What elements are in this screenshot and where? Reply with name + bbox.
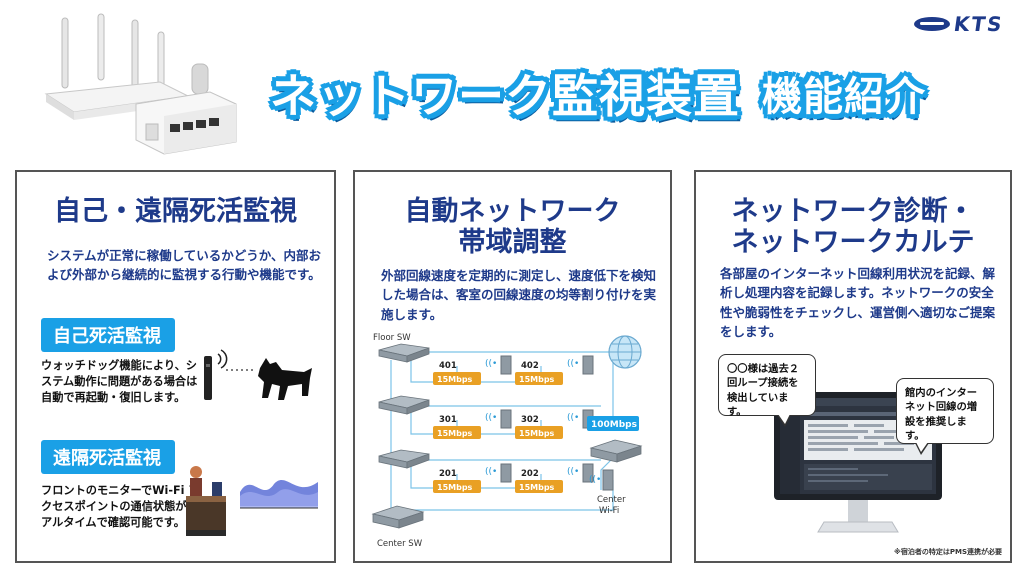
core-switch-icon [589, 439, 643, 463]
panel-title-line1: 自動ネットワーク [404, 196, 621, 227]
center-switch-icon [371, 505, 425, 529]
svg-text:((•: ((• [567, 467, 579, 477]
room-201: 201 15Mbps ((• [433, 463, 512, 493]
room-401: 401 15Mbps ((• [433, 355, 512, 385]
center-wifi-label-line2: Wi-Fi [599, 506, 619, 516]
router-device-illustration [44, 13, 237, 155]
panel-title-line2: 帯域調整 [458, 227, 567, 259]
center-sw-label: Center SW [377, 539, 423, 549]
bubble-text: 館内のインターネット回線の増設を推奨します。 [905, 387, 978, 443]
logo-mark [914, 17, 951, 31]
watchdog-icon [204, 349, 312, 400]
svg-text:((•: ((• [485, 359, 497, 369]
front-desk-monitor-icon [186, 466, 320, 536]
room-402: 402 15Mbps ((• [515, 355, 594, 385]
svg-text:301: 301 [439, 415, 457, 425]
network-bandwidth-diagram: Floor SW 401 15Mbps ((• 402 15Mbps ((• [371, 333, 643, 549]
page-header: ネットワーク監視装置 機能紹介 [270, 58, 930, 128]
panel-bandwidth-adjustment: 自動ネットワーク 帯域調整 外部回線速度を定期的に測定し、速度低下を検知した場合… [353, 170, 672, 563]
room-202: 202 15Mbps ((• [515, 463, 594, 493]
panel-title-line2: ネットワークカルテ [731, 227, 975, 259]
svg-text:((•: ((• [567, 413, 579, 423]
remote-monitor-badge: 遠隔死活監視 [41, 440, 175, 474]
speech-bubble-loop-detection: 〇〇様は過去２回ループ接続を検出しています。 [718, 354, 816, 427]
floor-sw-label: Floor SW [373, 333, 411, 343]
panel-title: 自動ネットワーク 帯域調整 [355, 196, 670, 258]
bubble-tail-inner [778, 414, 790, 424]
logo-text: KTS [952, 12, 1006, 36]
panel-network-diagnosis: ネットワーク診断・ ネットワークカルテ 各部屋のインターネット回線利用状況を記録… [694, 170, 1012, 563]
panel-title: 自己・遠隔死活監視 [54, 196, 297, 227]
svg-text:15Mbps: 15Mbps [437, 375, 473, 384]
svg-text:401: 401 [439, 361, 457, 371]
speech-bubble-line-recommendation: 館内のインターネット回線の増設を推奨します。 [896, 378, 994, 455]
page-subtitle: 機能紹介 [762, 74, 926, 120]
panel-title-line1: ネットワーク診断・ [731, 196, 975, 227]
svg-text:15Mbps: 15Mbps [519, 375, 555, 384]
bubble-tail-inner [916, 442, 928, 452]
kts-logo: KTS [914, 12, 1006, 36]
bubble-text: 〇〇様は過去２回ループ接続を検出しています。 [727, 363, 800, 419]
center-wifi-ap-icon: ((• [589, 469, 614, 491]
svg-text:((•: ((• [485, 413, 497, 423]
uplink-speed-badge: 100Mbps [587, 416, 639, 431]
svg-text:402: 402 [521, 361, 539, 371]
svg-text:15Mbps: 15Mbps [519, 429, 555, 438]
svg-text:201: 201 [439, 469, 457, 479]
svg-text:((•: ((• [485, 467, 497, 477]
svg-text:100Mbps: 100Mbps [591, 420, 637, 430]
panel-alive-monitoring: 自己・遠隔死活監視 システムが正常に稼働しているかどうか、内部および外部から継続… [15, 170, 336, 563]
svg-text:((•: ((• [567, 359, 579, 369]
footnote: ※宿泊者の特定はPMS連携が必要 [894, 548, 1002, 556]
panel-description: 外部回線速度を定期的に測定し、速度低下を検知した場合は、客室の回線速度の均等割り… [381, 268, 657, 322]
self-monitor-badge: 自己死活監視 [41, 318, 175, 352]
page-title: ネットワーク監視装置 [270, 69, 740, 123]
self-monitor-description: ウォッチドッグ機能により、システム動作に問題がある場合は自動で再起動・復旧します… [41, 359, 198, 404]
panel-title: ネットワーク診断・ ネットワークカルテ [696, 196, 1010, 258]
svg-text:202: 202 [521, 469, 539, 479]
room-301: 301 15Mbps ((• [433, 409, 512, 439]
center-wifi-label-line1: Center [597, 495, 626, 505]
svg-text:15Mbps: 15Mbps [437, 483, 473, 492]
remote-monitor-description: フロントのモニターでWi-Fi アクセスポイントの通信状態がリアルタイムで確認可… [41, 484, 200, 529]
svg-text:((•: ((• [589, 475, 601, 485]
room-302: 302 15Mbps ((• [515, 409, 594, 439]
panel-description: 各部屋のインターネット回線利用状況を記録、解析し処理内容を記録します。ネットワー… [720, 266, 996, 340]
panel-description: システムが正常に稼働しているかどうか、内部および外部から継続的に監視する行動や機… [47, 248, 322, 283]
svg-text:15Mbps: 15Mbps [437, 429, 473, 438]
svg-text:15Mbps: 15Mbps [519, 483, 555, 492]
svg-text:302: 302 [521, 415, 539, 425]
internet-globe-icon [608, 335, 642, 369]
